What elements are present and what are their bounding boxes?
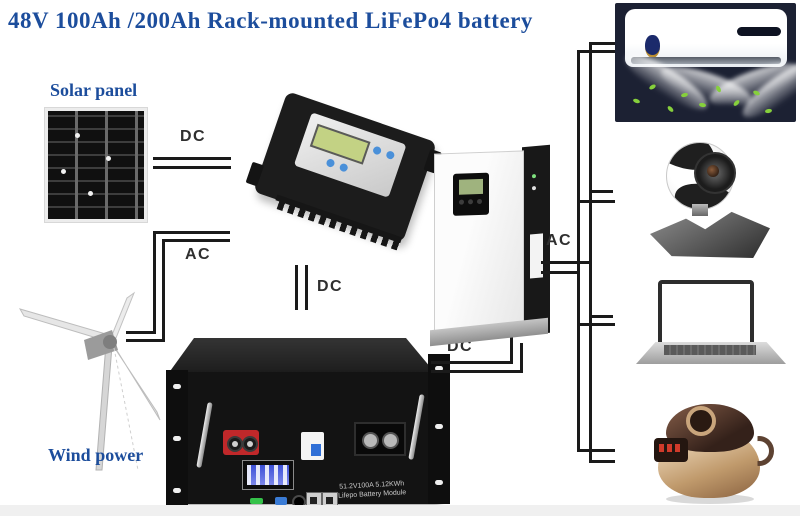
wire-bus-top-inner bbox=[577, 50, 615, 53]
wire-bat-inv-v1 bbox=[510, 335, 513, 364]
wire-bus-inner-v bbox=[577, 50, 580, 452]
wire-solar-dc-1 bbox=[153, 157, 231, 160]
label-ac-inverter: AC bbox=[546, 232, 573, 249]
solar-dot bbox=[106, 156, 111, 161]
air-conditioner-unit bbox=[625, 9, 787, 67]
wire-branch-webcam-1 bbox=[589, 190, 613, 193]
terminal-teeth bbox=[276, 197, 402, 251]
controller-button bbox=[372, 145, 383, 156]
inverter-image bbox=[428, 142, 554, 348]
ac-badge bbox=[645, 35, 660, 58]
wire-branch-laptop-1 bbox=[589, 315, 613, 318]
wire-wind-ac-v1 bbox=[153, 231, 156, 334]
battery-rating-text: 51.2V100A 5.12KWh Lifepo Battery Module bbox=[332, 480, 413, 502]
battery-terminal-block bbox=[354, 422, 406, 456]
battery-rack-image: 51.2V100A 5.12KWh Lifepo Battery Module bbox=[166, 336, 450, 514]
battery-handle bbox=[196, 402, 213, 468]
page-title: 48V 100Ah /200Ah Rack-mounted LiFePo4 ba… bbox=[8, 8, 533, 33]
wire-inv-ac-1 bbox=[541, 261, 591, 264]
wire-bus-outer-v bbox=[589, 42, 592, 463]
cooker-shadow bbox=[666, 494, 754, 504]
label-dc-controller-battery: DC bbox=[317, 278, 344, 295]
wire-wind-ac-h3 bbox=[126, 331, 156, 334]
wire-bus-bottom-outer bbox=[589, 460, 615, 463]
wire-bat-inv-h2 bbox=[431, 370, 523, 373]
ac-vent bbox=[631, 57, 781, 64]
controller-button bbox=[338, 162, 349, 173]
wind-turbine-image bbox=[18, 282, 168, 474]
wire-ctrl-bat-2 bbox=[305, 265, 308, 310]
air-conditioner-image bbox=[615, 3, 796, 122]
battery-rack-ear bbox=[166, 370, 188, 512]
wire-wind-ac-h2 bbox=[162, 239, 230, 242]
solar-dot bbox=[88, 191, 93, 196]
wind-power-label: Wind power bbox=[48, 445, 144, 465]
battery-breaker bbox=[301, 432, 324, 460]
webcam-lens bbox=[694, 152, 736, 194]
wire-wind-ac-v2 bbox=[162, 239, 165, 342]
laptop-screen bbox=[658, 280, 754, 348]
solar-panel-label: Solar panel bbox=[50, 80, 138, 100]
solar-dot bbox=[75, 133, 80, 138]
wire-wind-ac-h4 bbox=[126, 339, 165, 342]
wire-solar-dc-2 bbox=[153, 166, 231, 169]
battery-front-face: 51.2V100A 5.12KWh Lifepo Battery Module bbox=[174, 372, 440, 509]
controller-button bbox=[325, 157, 336, 169]
laptop-image bbox=[636, 276, 794, 368]
wire-ctrl-bat-1 bbox=[295, 265, 298, 310]
battery-red-connector bbox=[223, 430, 259, 455]
cooker-control-panel bbox=[654, 438, 688, 462]
wind-turbine-svg bbox=[18, 291, 161, 471]
battery-rack-ear bbox=[428, 354, 450, 504]
wire-bus-bottom-inner bbox=[577, 449, 615, 452]
wire-bat-inv-h1 bbox=[431, 361, 513, 364]
cooker-dial bbox=[686, 406, 716, 436]
cooker-handle bbox=[757, 436, 774, 466]
rice-cooker-image bbox=[648, 402, 778, 510]
controller-lcd bbox=[309, 123, 371, 165]
solar-panel-image bbox=[45, 108, 147, 222]
mounting-ear bbox=[245, 161, 265, 187]
inverter-front-face bbox=[434, 150, 524, 332]
wire-wind-ac-h1 bbox=[153, 231, 230, 234]
wire-branch-webcam-2 bbox=[577, 200, 615, 203]
inverter-display bbox=[453, 172, 489, 216]
battery-button bbox=[275, 497, 287, 505]
charge-controller-body bbox=[245, 91, 442, 251]
controller-front-panel bbox=[293, 112, 407, 198]
label-ac-wind: AC bbox=[185, 246, 212, 263]
battery-top-face bbox=[168, 338, 436, 374]
battery-handle bbox=[408, 394, 425, 460]
wire-bus-top-outer bbox=[589, 42, 615, 45]
webcam-neck bbox=[692, 204, 708, 216]
bottom-strip bbox=[0, 505, 800, 516]
charge-controller-image bbox=[245, 91, 442, 258]
webcam-base bbox=[650, 211, 770, 258]
laptop-keyboard bbox=[664, 345, 756, 355]
label-dc-solar: DC bbox=[180, 128, 207, 145]
webcam-lens-core bbox=[707, 165, 719, 177]
controller-button bbox=[385, 150, 396, 161]
wire-branch-laptop-2 bbox=[577, 323, 615, 326]
solar-dot bbox=[61, 169, 66, 174]
wire-bat-inv-v2 bbox=[520, 343, 523, 373]
ac-display-slot bbox=[737, 27, 781, 36]
battery-status-led bbox=[250, 498, 263, 504]
battery-lcd bbox=[242, 460, 294, 490]
webcam-image bbox=[648, 140, 788, 260]
wire-inv-ac-2 bbox=[541, 271, 580, 274]
